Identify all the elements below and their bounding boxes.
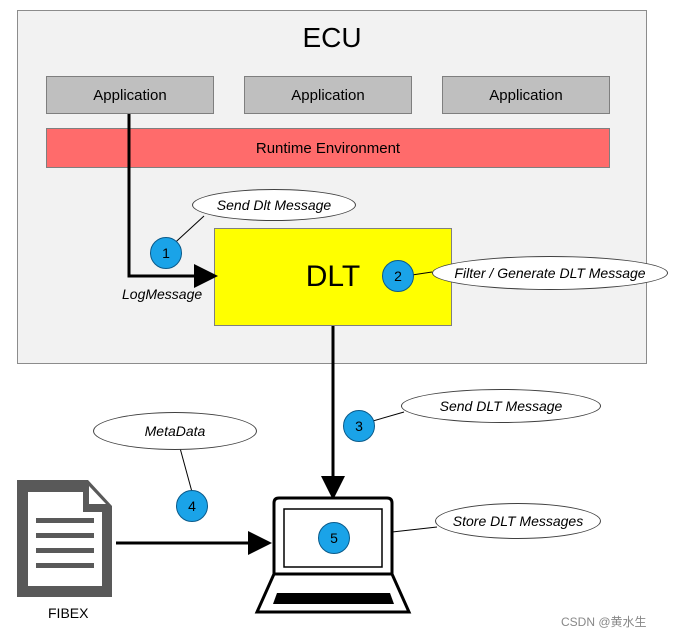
callout-filter-generate-dlt-message: Filter / Generate DLT Message xyxy=(432,256,668,290)
log-message-label: LogMessage xyxy=(122,286,203,302)
step-badge-3: 3 xyxy=(343,410,375,442)
step-badge-5: 5 xyxy=(318,522,350,554)
runtime-environment-box: Runtime Environment xyxy=(46,128,610,168)
callout-store-dlt-messages: Store DLT Messages xyxy=(435,503,601,539)
document-icon xyxy=(17,480,112,597)
callout-metadata: MetaData xyxy=(93,412,257,450)
application-box-2: Application xyxy=(244,76,412,114)
fibex-label: FIBEX xyxy=(48,605,89,621)
step-badge-4: 4 xyxy=(176,490,208,522)
step-badge-1: 1 xyxy=(150,237,182,269)
callout-leader-4 xyxy=(179,447,193,493)
log-message-arrow xyxy=(127,114,218,288)
callout-leader-2 xyxy=(411,271,433,276)
application-box-3: Application xyxy=(442,76,610,114)
callout-send-dlt-message-2: Send DLT Message xyxy=(401,389,601,423)
watermark: CSDN @黄水生 xyxy=(561,615,647,629)
step-badge-2: 2 xyxy=(382,260,414,292)
ecu-title: ECU xyxy=(302,22,362,53)
laptop-icon xyxy=(254,496,412,614)
application-box-1: Application xyxy=(46,76,214,114)
callout-send-dlt-message-1: Send Dlt Message xyxy=(192,189,356,221)
